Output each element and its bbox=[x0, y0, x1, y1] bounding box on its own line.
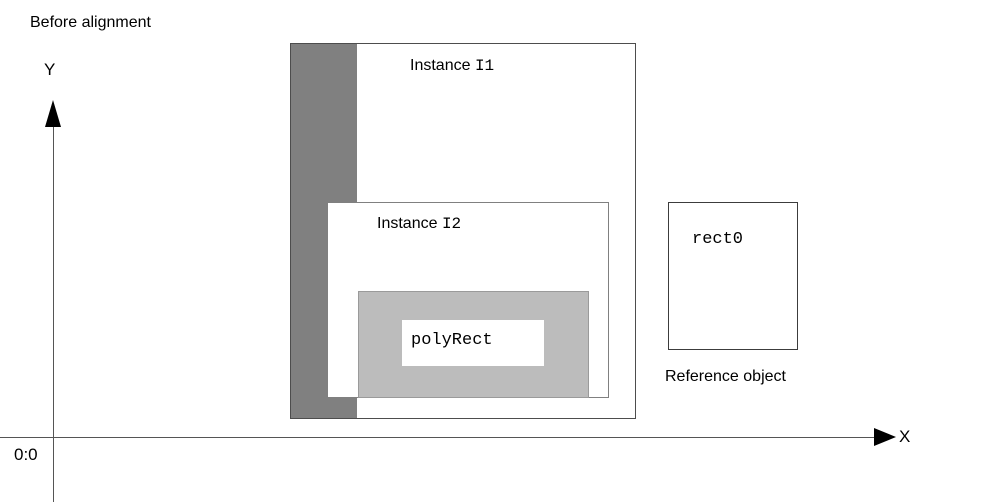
axis-x-line bbox=[0, 437, 876, 438]
shape-instance-i2-label-prefix: Instance bbox=[377, 215, 442, 232]
axis-x-arrow-icon bbox=[874, 428, 896, 446]
axis-origin-label: 0:0 bbox=[14, 445, 38, 464]
shape-instance-i1-label-prefix: Instance bbox=[410, 57, 475, 74]
axis-x-label: X bbox=[899, 427, 911, 446]
shape-instance-i1-label: Instance I1 bbox=[410, 57, 495, 75]
axis-y-arrow-icon bbox=[45, 100, 61, 127]
shape-overlap-foot bbox=[291, 398, 357, 418]
shape-polyrect-label-box bbox=[402, 320, 544, 366]
reference-object-caption: Reference object bbox=[665, 368, 786, 385]
shape-instance-i2-label-id: I2 bbox=[441, 215, 462, 233]
diagram-title: Before alignment bbox=[30, 14, 151, 31]
shape-polyrect-label: polyRect bbox=[411, 331, 493, 350]
shape-rect0-label: rect0 bbox=[692, 230, 744, 249]
shape-instance-i2-label: Instance I2 bbox=[377, 215, 462, 233]
axis-y-line bbox=[53, 127, 54, 502]
axis-y-label: Y bbox=[44, 60, 56, 79]
shape-instance-i1-label-id: I1 bbox=[474, 57, 495, 75]
shape-rect0[interactable] bbox=[668, 202, 798, 350]
